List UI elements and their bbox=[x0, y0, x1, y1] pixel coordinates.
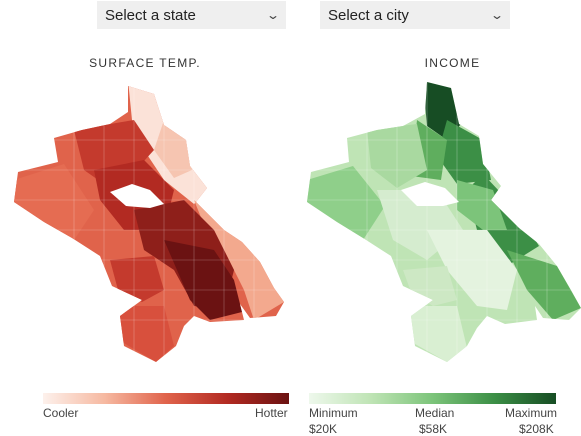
temp-legend-low: Cooler bbox=[43, 406, 79, 420]
income-legend-median-value: $58K bbox=[419, 422, 448, 436]
temp-legend-high: Hotter bbox=[255, 406, 288, 420]
city-select[interactable]: Select a city ⌄ bbox=[320, 1, 510, 29]
income-legend-min-label: Minimum bbox=[309, 406, 358, 420]
chevron-down-icon: ⌄ bbox=[489, 8, 505, 22]
state-select-value: Select a state bbox=[105, 6, 196, 24]
income-map bbox=[307, 82, 581, 362]
city-select-value: Select a city bbox=[328, 6, 409, 24]
income-legend-min-value: $20K bbox=[309, 422, 338, 436]
income-regions bbox=[307, 82, 581, 362]
lake-shape bbox=[110, 184, 164, 208]
state-select[interactable]: Select a state ⌄ bbox=[97, 1, 286, 29]
income-legend-max-label: Maximum bbox=[505, 406, 558, 420]
temp-regions bbox=[14, 86, 284, 362]
temp-legend-bar bbox=[43, 393, 289, 404]
chevron-down-icon: ⌄ bbox=[265, 8, 281, 22]
income-legend-max-value: $208K bbox=[519, 422, 554, 436]
income-legend-median-label: Median bbox=[415, 406, 455, 420]
income-title: INCOME bbox=[424, 56, 481, 70]
income-legend-bar bbox=[309, 393, 556, 404]
lake-shape bbox=[401, 182, 459, 206]
surface-temp-map bbox=[14, 86, 284, 362]
surface-temp-title: SURFACE TEMP. bbox=[89, 56, 201, 70]
